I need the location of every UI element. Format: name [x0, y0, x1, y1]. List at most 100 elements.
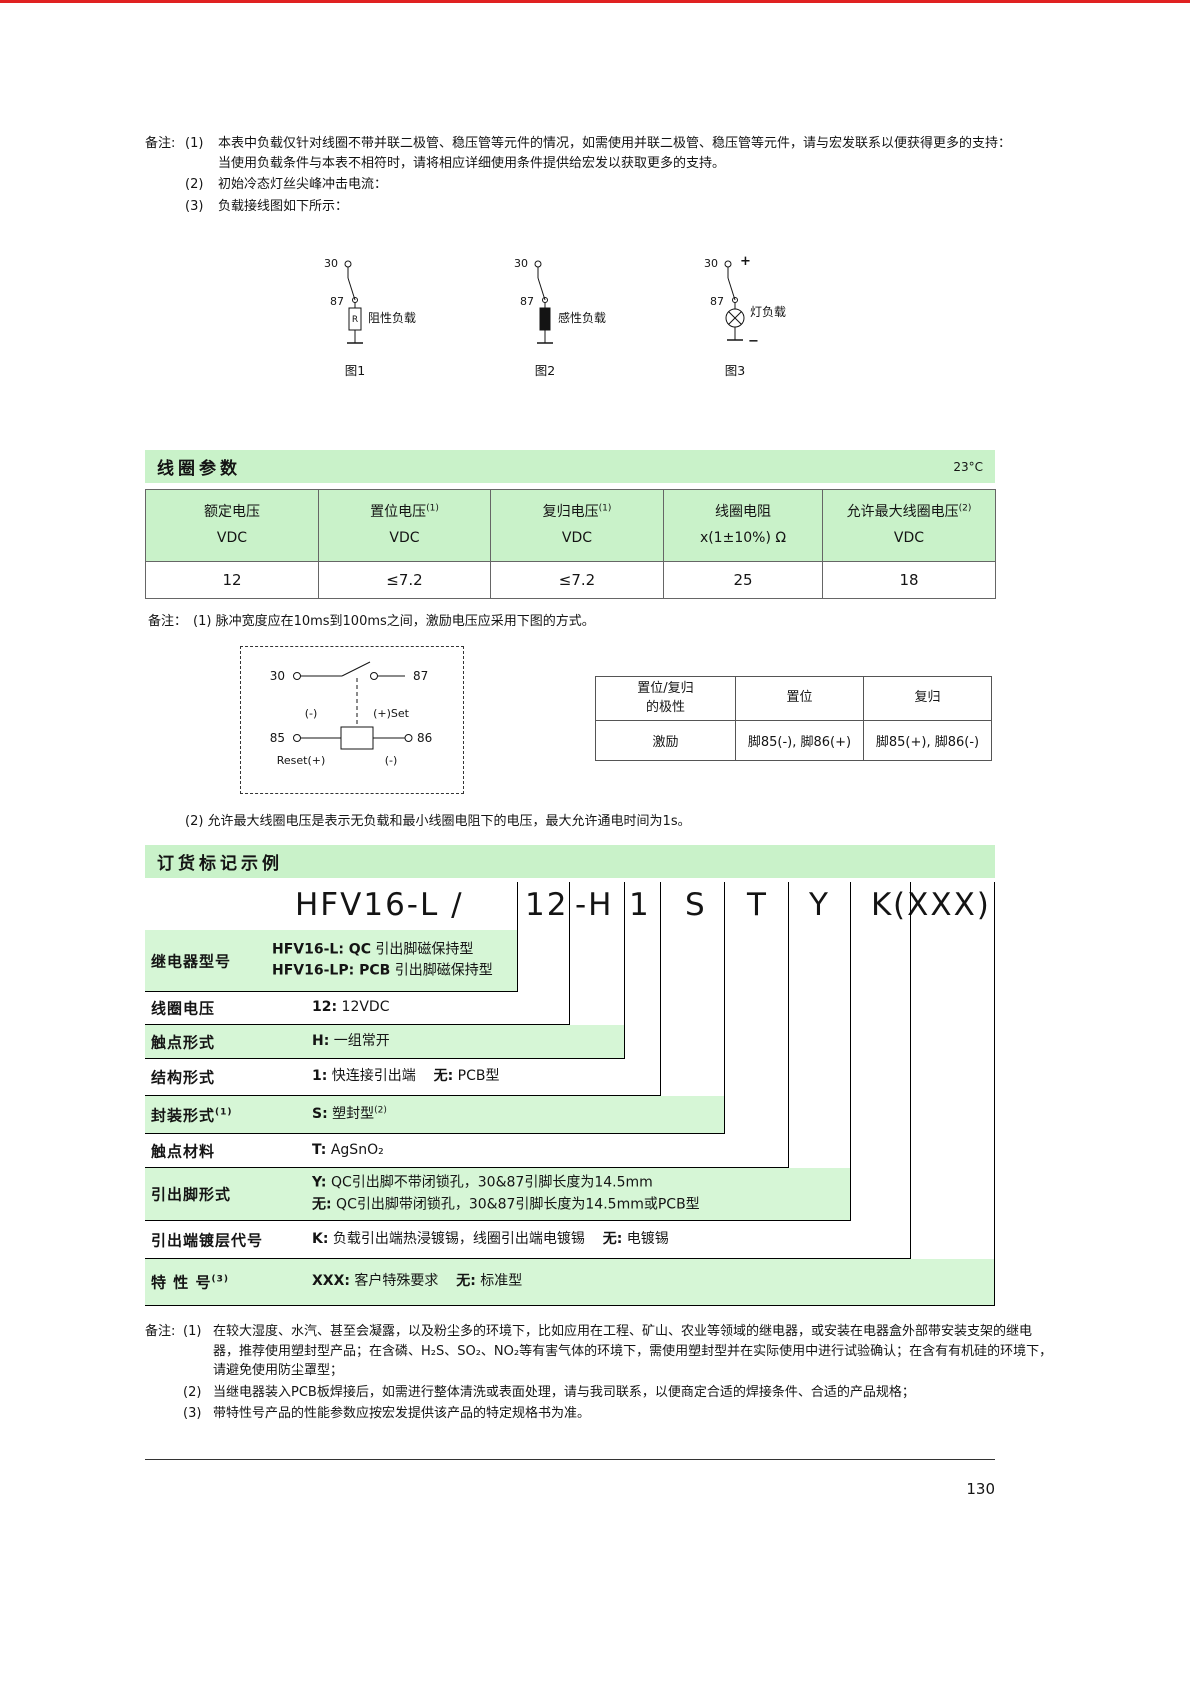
- diagram-caption: 图2: [534, 363, 556, 378]
- ordering-row-description: S: 塑封型(2): [312, 1105, 387, 1122]
- load-label: 感性负载: [558, 310, 606, 325]
- minus-sign: −: [748, 334, 759, 349]
- polarity-header: 复归: [863, 676, 992, 721]
- coil-section-title: 线圈参数: [157, 459, 241, 479]
- ordering-row-label: 引出端镀层代号: [151, 1231, 264, 1249]
- ordering-row: 线圈电压 12: 12VDC: [145, 992, 569, 1025]
- order-code-segment: (XXX): [893, 887, 991, 923]
- ordering-row-label: 结构形式: [151, 1068, 216, 1087]
- load-label: 灯负载: [750, 305, 786, 319]
- note-line: 当使用负载条件与本表不相符时，请将相应详细使用条件提供给宏发以获取更多的支持。: [218, 155, 726, 171]
- load-diagram-inductive: 30 87 感性负载 图2: [482, 250, 642, 379]
- load-diagrams: 30 87 R 阻性负载 图1 30 87 感性负载: [292, 250, 832, 379]
- polarity-table: 置位/复归 的极性 置位 复归 激励 脚85(-), 脚86(+) 脚85(+)…: [595, 676, 992, 761]
- ordering-row-label: 线圈电压: [151, 999, 216, 1018]
- ordering-row-label: 触点材料: [151, 1142, 216, 1160]
- order-code-segment: 12: [525, 887, 569, 923]
- note-text: 负载接线图如下所示：: [218, 198, 349, 214]
- note-text: 初始冷态灯丝尖峰冲击电流：: [218, 177, 388, 192]
- note-number: (3): [183, 1406, 202, 1421]
- polarity-label: (-): [305, 707, 318, 720]
- ordering-row-label: 继电器型号: [151, 952, 232, 970]
- ordering-section-title: 订货标记示例: [157, 854, 283, 874]
- ordering-row-description: 12: 12VDC: [312, 999, 390, 1016]
- terminal-circle: [293, 672, 301, 680]
- pin-label: 87: [413, 669, 428, 683]
- note-number: (2): [185, 177, 204, 192]
- load-diagram-resistive: 30 87 R 阻性负载 图1: [292, 250, 452, 379]
- ordering-connector-line: [788, 882, 789, 1168]
- coil-value: ≤7.2: [490, 561, 664, 599]
- coil-value: 25: [663, 561, 823, 599]
- ordering-row-description: XXX: 客户特殊要求 无: 标准型: [312, 1273, 523, 1290]
- order-code-segment: S: [685, 887, 707, 923]
- note-label: 备注：: [148, 614, 188, 629]
- pin-label: 87: [330, 295, 344, 308]
- note-number: (1): [185, 136, 204, 151]
- ordering-row-description: T: AgSnO₂: [312, 1141, 384, 1158]
- terminal-circle: [404, 734, 413, 742]
- coil-table-value-row: 12 ≤7.2 ≤7.2 25 18: [145, 561, 996, 599]
- coil-col-header: 允许最大线圈电压(2)VDC: [822, 489, 996, 562]
- polarity-row-label: 激励: [595, 720, 736, 761]
- note-number: (3): [185, 198, 204, 214]
- terminal-circle: [370, 672, 378, 680]
- order-code-segment: T: [747, 887, 768, 923]
- ordering-row: 触点形式 H: 一组常开: [145, 1025, 624, 1059]
- terminal-circle: [534, 260, 542, 268]
- page-number: 130: [966, 1480, 995, 1498]
- note-number: (1): [183, 1324, 202, 1339]
- ordering-row-description: H: 一组常开: [312, 1032, 390, 1049]
- diagram-caption: 图1: [344, 363, 366, 378]
- order-code-segment: Y: [809, 887, 830, 923]
- coil-note-1: 备注： (1) 脉冲宽度应在10ms到100ms之间，激励电压应采用下图的方式。: [148, 610, 595, 629]
- ordering-connector-line: [569, 882, 570, 1025]
- ordering-row-label: 封装形式(1): [151, 1106, 233, 1124]
- coil-value: 18: [822, 561, 996, 599]
- terminal-circle: [724, 260, 732, 268]
- switch-blade: [341, 661, 371, 677]
- order-code-segment: HFV16-L /: [295, 887, 464, 923]
- note-text: 带特性号产品的性能参数应按宏发提供该产品的特定规格书为准。: [213, 1406, 591, 1421]
- note-line: 本表中负载仅针对线圈不带并联二极管、稳压管等元件的情况，如需使用并联二极管、稳压…: [218, 136, 1012, 151]
- load-diagram-lamp: 30 + 87 灯负载 − 图3: [672, 250, 832, 379]
- note-text: (1) 脉冲宽度应在10ms到100ms之间，激励电压应采用下图的方式。: [193, 614, 595, 629]
- polarity-label: (+)Set: [373, 707, 410, 720]
- ordering-row-label: 触点形式: [151, 1033, 216, 1051]
- top-notes-label: 备注:: [145, 136, 176, 151]
- ordering-row-label: 特 性 号(3): [151, 1273, 229, 1292]
- ordering-row: 特 性 号(3) XXX: 客户特殊要求 无: 标准型: [145, 1259, 995, 1306]
- ordering-row: 封装形式(1) S: 塑封型(2): [145, 1096, 724, 1134]
- ordering-connector-line: [994, 882, 995, 1306]
- pin-label: 30: [514, 257, 528, 270]
- pin-label: 85: [270, 731, 285, 745]
- coil-value: 12: [145, 561, 319, 599]
- note-text: 在较大湿度、水汽、甚至会凝露，以及粉尘多的环境下，比如应用在工程、矿山、农业等领…: [213, 1324, 1053, 1378]
- order-code-segment: 1: [629, 887, 651, 923]
- page-top-rule: [0, 0, 1190, 3]
- order-code-segment: K: [871, 887, 894, 923]
- coil-symbol: [340, 726, 374, 750]
- polarity-set-value: 脚85(-), 脚86(+): [735, 720, 864, 761]
- diagram-caption: 图3: [724, 363, 746, 378]
- coil-note-2: (2) 允许最大线圈电压是表示无负载和最小线圈电阻下的电压，最大允许通电时间为1…: [185, 814, 691, 829]
- pulse-circuit-diagram: 30 87 (-) (+)Set 85 86 Reset(+) (-): [240, 646, 464, 794]
- ordering-connector-line: [517, 882, 518, 992]
- pin-label: 30: [324, 257, 338, 270]
- coil-temperature: 23°C: [953, 459, 983, 474]
- ordering-connector-line: [724, 882, 725, 1134]
- ordering-connector-line: [624, 882, 625, 1059]
- bottom-notes-label: 备注:: [145, 1324, 176, 1339]
- polarity-header-row: 置位/复归 的极性 置位 复归: [595, 676, 992, 721]
- ordering-connector-line: [910, 882, 911, 1259]
- note-text: 当继电器装入PCB板焊接后，如需进行整体清洗或表面处理，请与我司联系，以便商定合…: [213, 1384, 915, 1400]
